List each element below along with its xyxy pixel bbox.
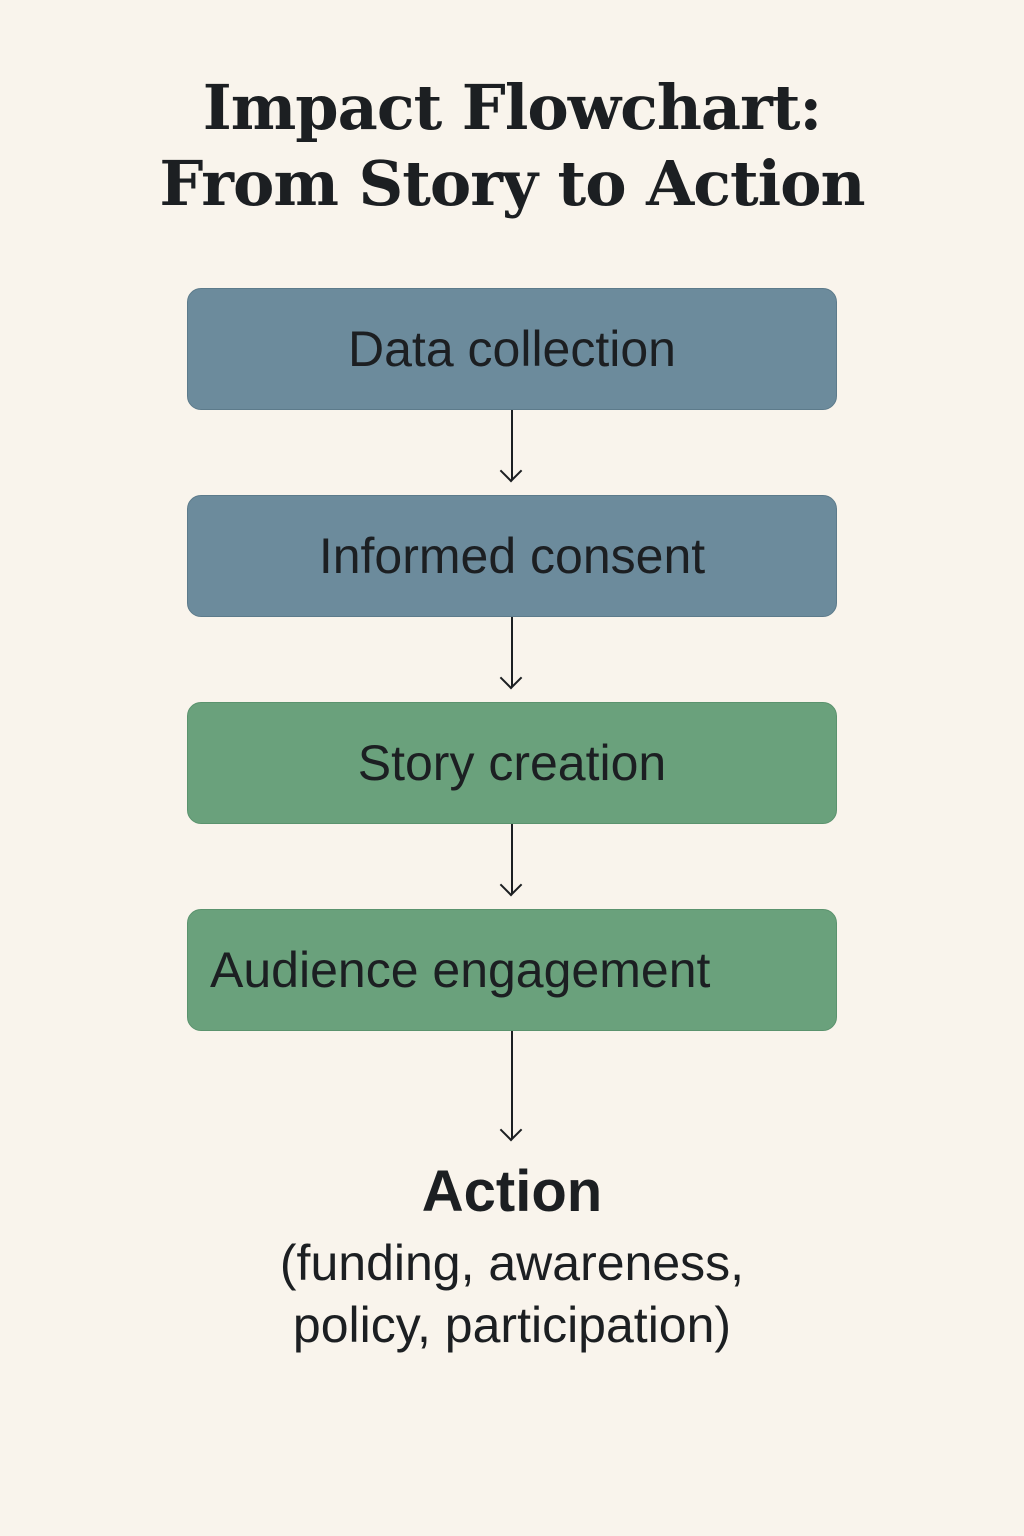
step-informed-consent: Informed consent <box>187 495 837 617</box>
step-data-collection: Data collection <box>187 288 837 410</box>
outcome-description: (funding, awareness, policy, participati… <box>0 1232 1024 1356</box>
title-line-2: From Story to Action <box>159 147 865 220</box>
outcome-line-2: policy, participation) <box>292 1297 732 1353</box>
arrow-down-icon <box>511 617 513 687</box>
outcome-line-1: (funding, awareness, <box>279 1235 745 1291</box>
title-line-1: Impact Flowchart: <box>202 71 823 144</box>
step-story-creation: Story creation <box>187 702 837 824</box>
step-audience-engagement: Audience engagement <box>187 909 837 1031</box>
arrow-down-icon <box>511 1031 513 1139</box>
outcome-title: Action <box>421 1159 603 1224</box>
diagram-title: Impact Flowchart: From Story to Action <box>0 70 1024 222</box>
arrow-down-icon <box>511 410 513 480</box>
arrow-down-icon <box>511 824 513 894</box>
